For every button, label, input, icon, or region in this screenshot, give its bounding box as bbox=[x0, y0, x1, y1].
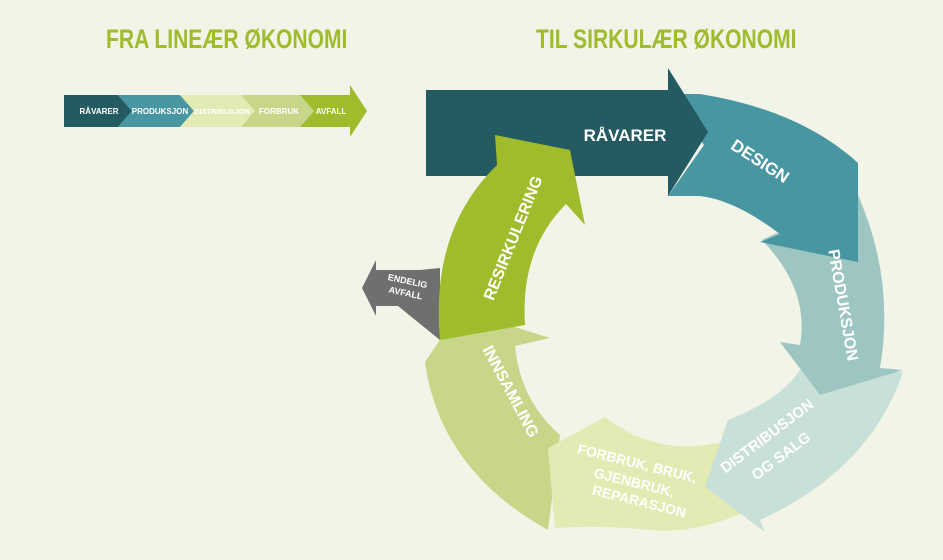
linear-economy-title: FRA LINEÆR ØKONOMI bbox=[106, 24, 348, 54]
linear-label-raavarer: RÅVARER bbox=[80, 107, 119, 116]
circular-step-distribusjon bbox=[705, 370, 903, 532]
linear-step-forbruk bbox=[241, 95, 314, 127]
linear-step-produksjon bbox=[118, 95, 194, 127]
linear-label-avfall: AVFALL bbox=[316, 107, 347, 116]
circular-cycle: RÅVARER DESIGN PRODUKSJON DISTRIBUSJON O… bbox=[362, 68, 903, 532]
linear-label-produksjon: PRODUKSJON bbox=[132, 107, 189, 116]
circular-economy-title: TIL SIRKULÆR ØKONOMI bbox=[536, 24, 797, 54]
circular-step-forbruk bbox=[548, 417, 760, 531]
linear-step-distribusjon bbox=[180, 95, 255, 127]
circular-step-endelig-avfall bbox=[362, 260, 440, 340]
circular-step-resirkulering bbox=[438, 135, 585, 340]
linear-label-distribusjon: DISTRIBUSJON bbox=[194, 107, 250, 116]
circular-step-design bbox=[668, 94, 858, 262]
linear-chain: RÅVARER PRODUKSJON DISTRIBUSJON FORBRUK … bbox=[64, 85, 367, 137]
circular-label-raavarer: RÅVARER bbox=[584, 126, 667, 145]
circular-step-raavarer bbox=[426, 68, 708, 196]
linear-step-avfall bbox=[300, 85, 367, 137]
linear-label-forbruk: FORBRUK bbox=[259, 107, 299, 116]
linear-step-raavarer bbox=[64, 95, 132, 127]
circular-step-innsamling bbox=[425, 310, 560, 530]
